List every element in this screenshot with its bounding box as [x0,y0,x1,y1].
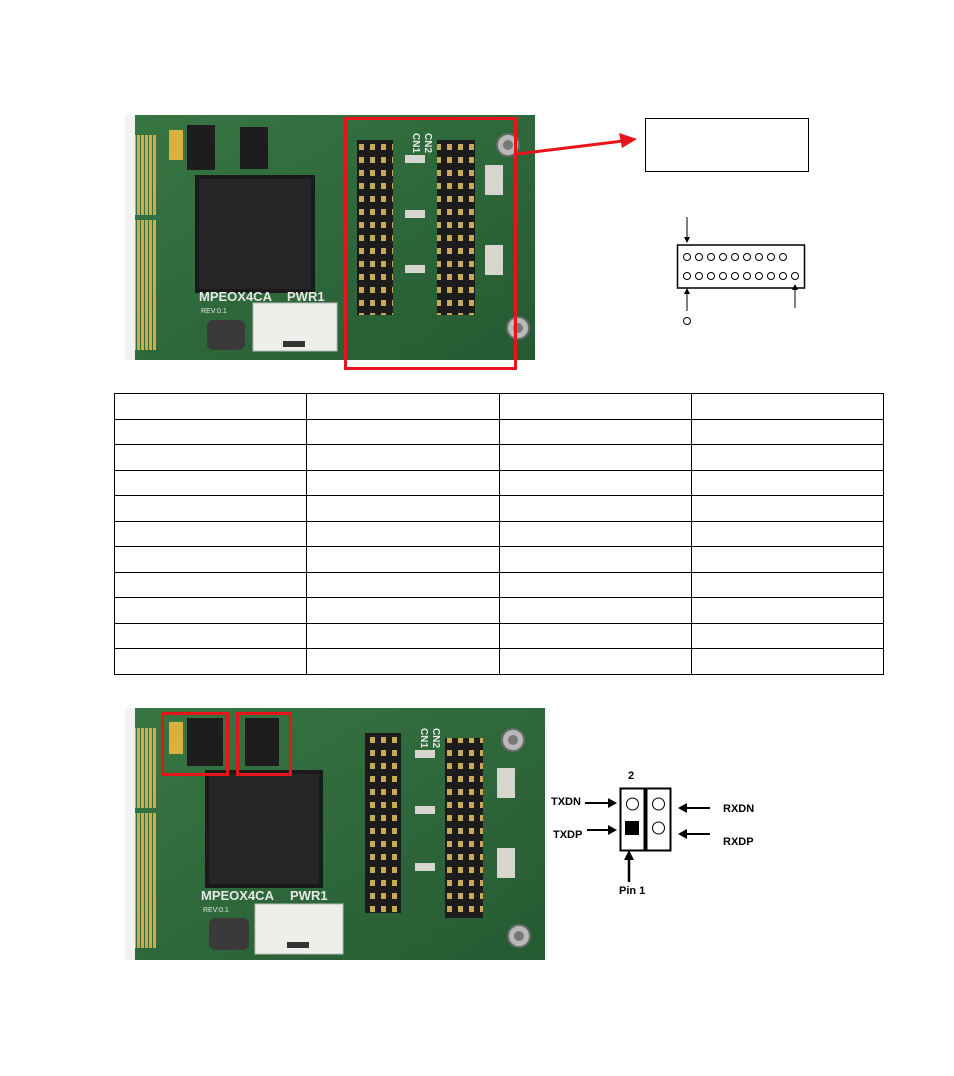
table-cell [113,469,308,496]
table-row [113,469,885,496]
table-cell [498,418,692,445]
table-row [113,648,885,675]
pcb-top-cn1-text: CN1 [410,133,421,153]
table-cell [690,546,885,573]
table-cell [498,622,692,649]
table-row [113,444,885,471]
jumper-rxdp-label: RXDP [723,836,754,848]
table-row [113,546,885,573]
table-cell [690,393,885,420]
table-row [113,597,885,624]
table-cell [498,597,692,624]
highlight-jumper-right [236,712,292,776]
table-cell [113,571,308,598]
table-row [113,622,885,649]
table-cell [306,546,500,573]
pcb-bottom-cn2-text: CN2 [430,728,441,748]
table-row [113,571,885,598]
callout-arrow [516,133,637,156]
jumper-pin1-label: Pin 1 [619,885,646,897]
table-cell [498,648,692,675]
table-cell [690,495,885,522]
table-cell [690,418,885,445]
table-cell [113,597,308,624]
table-cell [690,648,885,675]
jumper-txdn-label: TXDN [551,796,581,808]
table-cell [113,520,308,547]
table-row [113,520,885,547]
table-cell [306,495,500,522]
jumper-diagram [585,787,710,882]
header-pin-diagram [676,217,806,325]
table-cell [113,495,308,522]
jumper-pin2-label: 2 [628,770,635,782]
table-cell [498,546,692,573]
table-cell [690,622,885,649]
table-cell [113,393,308,420]
pcb-top-power-text: PWR1 [287,289,325,304]
table-cell [306,571,500,598]
table-cell [306,418,500,445]
table-cell [498,571,692,598]
jumper-pin-1 [625,821,639,835]
pcb-photo-bottom: MPEOX4CA PWR1 REV:0.1 CN1 CN2 [125,708,547,960]
table-row [113,418,885,445]
table-cell [498,520,692,547]
table-cell [306,597,500,624]
jumper-pin-2 [626,797,639,811]
table-cell [498,469,692,496]
table-row [113,393,885,420]
table-cell [690,571,885,598]
jumper-txdp-label: TXDP [553,829,583,841]
table-cell [690,520,885,547]
pcb-bottom-rev-text: REV:0.1 [203,907,229,914]
table-cell [306,444,500,471]
highlight-serial-headers [344,117,517,370]
header-callout-box [645,118,809,172]
table-cell [113,622,308,649]
pcb-top-model-text: MPEOX4CA [199,289,273,304]
table-cell [498,393,692,420]
table-cell [690,597,885,624]
table-cell [306,648,500,675]
table-cell [690,469,885,496]
table-cell [113,546,308,573]
highlight-jumper-left [161,712,229,776]
table-cell [306,469,500,496]
pin-assignment-table [113,393,885,675]
table-cell [498,444,692,471]
pcb-bottom-power-text: PWR1 [290,888,328,903]
table-cell [498,495,692,522]
table-row [113,495,885,522]
pcb-photo-top: MPEOX4CA PWR1 REV:0.1 CN1 CN2 [125,115,537,360]
pcb-bottom-cn1-text: CN1 [418,728,429,748]
table-cell [113,444,308,471]
table-cell [113,418,308,445]
table-cell [113,648,308,675]
table-cell [306,622,500,649]
pcb-bottom-model-text: MPEOX4CA [201,888,275,903]
pcb-top-rev-text: REV:0.1 [201,308,227,315]
pcb-top-cn2-text: CN2 [422,133,433,153]
table-cell [306,520,500,547]
table-cell [306,393,500,420]
jumper-rxdn-label: RXDN [723,803,755,815]
table-cell [690,444,885,471]
